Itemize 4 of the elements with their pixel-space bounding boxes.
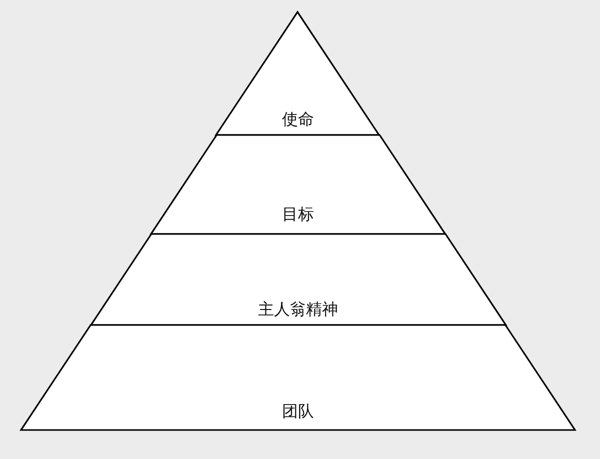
tier-label: 团队 bbox=[282, 402, 314, 422]
tier-label: 主人翁精神 bbox=[258, 300, 338, 320]
tier-label: 目标 bbox=[282, 204, 314, 226]
tier-label: 使命 bbox=[282, 110, 314, 130]
